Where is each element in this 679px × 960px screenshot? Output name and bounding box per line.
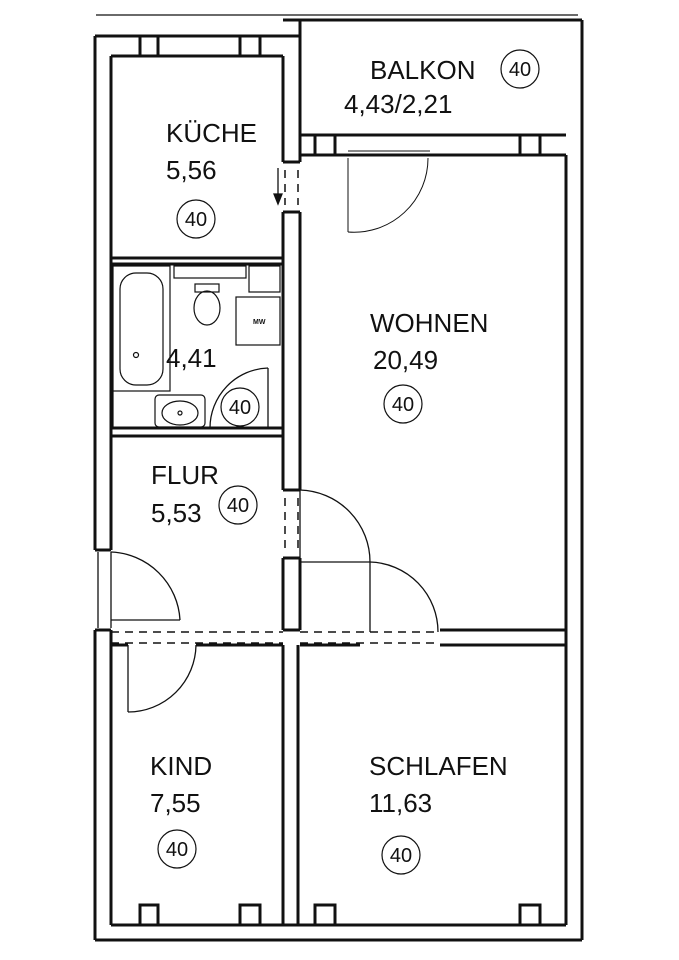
room-badge: [157, 829, 197, 869]
room-name: KÜCHE: [166, 118, 257, 148]
balkon-outline: [283, 18, 582, 157]
interior-walls: [95, 56, 566, 925]
room-badge: [220, 387, 260, 427]
room-bad: 4,41 40: [166, 343, 260, 427]
washer-label: MW: [253, 319, 266, 326]
room-badge: [500, 49, 540, 89]
room-name: WOHNEN: [370, 308, 488, 338]
room-badge-label: 40: [229, 397, 251, 419]
balkon-door: [347, 150, 430, 233]
room-name: BALKON: [370, 55, 476, 85]
room-schlafen: SCHLAFEN 11,63 40: [369, 751, 508, 875]
room-wohnen: WOHNEN 20,49 40: [370, 308, 488, 424]
room-area: 5,53: [151, 498, 202, 528]
room-kueche: KÜCHE 5,56 40: [166, 118, 257, 239]
room-name: FLUR: [151, 460, 219, 490]
room-badge: [383, 384, 423, 424]
door-swings: [97, 168, 439, 713]
room-name: KIND: [150, 751, 212, 781]
room-badge: [381, 835, 421, 875]
room-area: 20,49: [373, 345, 438, 375]
room-badge-label: 40: [509, 59, 531, 81]
room-kind: KIND 7,55 40: [150, 751, 212, 869]
room-badge-label: 40: [390, 845, 412, 867]
room-badge: [218, 485, 258, 525]
room-area: 4,43/2,21: [344, 89, 452, 119]
room-balkon: BALKON 4,43/2,21 40: [344, 49, 540, 119]
door-openings: [111, 170, 440, 644]
bathroom-fixtures: [112, 265, 281, 428]
room-badge-label: 40: [392, 394, 414, 416]
room-area: 7,55: [150, 788, 201, 818]
room-name: SCHLAFEN: [369, 751, 508, 781]
room-flur: FLUR 5,53 40: [151, 460, 258, 528]
room-badge-label: 40: [166, 839, 188, 861]
room-badge: [176, 199, 216, 239]
room-area: 5,56: [166, 155, 217, 185]
room-badge-label: 40: [227, 495, 249, 517]
room-area: 11,63: [369, 788, 432, 818]
room-badge-label: 40: [185, 209, 207, 231]
room-area: 4,41: [166, 343, 217, 373]
